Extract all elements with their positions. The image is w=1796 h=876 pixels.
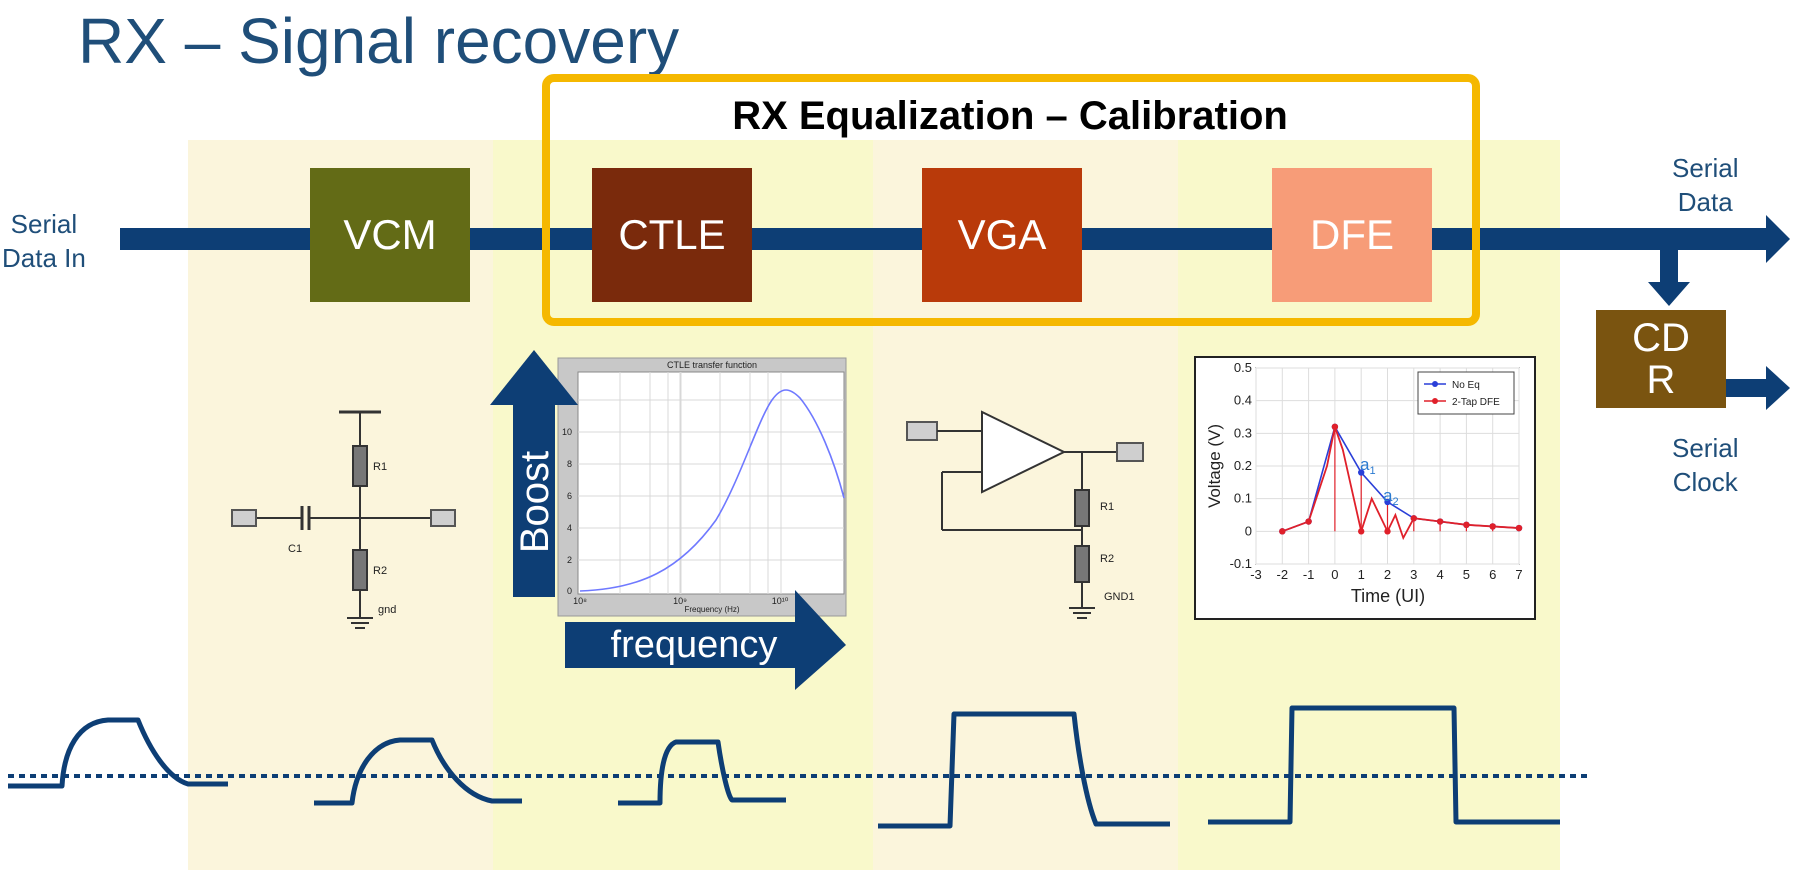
vga-gnd-label: GND1 bbox=[1104, 591, 1135, 603]
ctle-block: CTLE bbox=[592, 168, 752, 302]
frequency-arrow: frequency bbox=[565, 590, 846, 690]
dfe-x-tick: -1 bbox=[1303, 567, 1315, 582]
waveforms bbox=[8, 705, 1560, 829]
data-point-2-tap-dfe bbox=[1515, 524, 1523, 532]
vga-block: VGA bbox=[922, 168, 1082, 302]
data-point-2-tap-dfe bbox=[1410, 515, 1418, 522]
dfe-annotations: a1 a2 bbox=[1360, 455, 1399, 508]
waveform-after-dfe bbox=[1208, 705, 1560, 825]
dfe-x-tick: 5 bbox=[1463, 567, 1470, 582]
data-out-label-line2: Data bbox=[1677, 186, 1733, 217]
dfe-y-tick: 0.1 bbox=[1234, 491, 1252, 506]
dfe-x-tick: 3 bbox=[1410, 567, 1417, 582]
eq-box-outline bbox=[542, 74, 1480, 326]
data-point-2-tap-dfe bbox=[1331, 423, 1339, 430]
waveform-after-vga bbox=[878, 711, 1170, 829]
dfe-x-tick: 0 bbox=[1331, 567, 1338, 582]
legend-no-eq: No Eq bbox=[1452, 380, 1480, 391]
dfe-legend: No Eq 2-Tap DFE bbox=[1417, 371, 1515, 415]
clock-out-label: Serial Clock bbox=[1672, 432, 1738, 500]
cdr-label-line1: CD bbox=[1632, 316, 1690, 360]
waveform-input bbox=[8, 717, 228, 789]
vcm-r2-label: R2 bbox=[373, 565, 387, 577]
boost-label: Boost bbox=[513, 451, 557, 553]
input-label-line2: Data In bbox=[2, 242, 86, 273]
dfe-x-tick: 6 bbox=[1489, 567, 1496, 582]
dfe-chart-ylabel: Voltage (V) bbox=[1205, 424, 1224, 508]
ctle-x-tick: 10⁸ bbox=[573, 596, 587, 606]
vga-label: VGA bbox=[957, 210, 1047, 258]
page-title: RX – Signal recovery bbox=[78, 5, 680, 77]
ctle-plot-title: CTLE transfer function bbox=[667, 360, 757, 370]
input-label-line1: Serial bbox=[10, 209, 78, 239]
dfe-x-tick: 2 bbox=[1384, 567, 1391, 582]
data-point-2-tap-dfe bbox=[1384, 528, 1391, 535]
vcm-circuit-labels: R1 C1 R2 gnd bbox=[288, 461, 396, 616]
clock-out-label-line1: Serial bbox=[1672, 433, 1739, 463]
ctle-x-tick: 10¹⁰ bbox=[772, 596, 789, 606]
vcm-r1-label: R1 bbox=[373, 461, 387, 473]
input-label: Serial Data In bbox=[2, 208, 86, 276]
cdr-branch-arrow bbox=[1648, 250, 1690, 306]
frequency-label: frequency bbox=[611, 624, 778, 666]
ctle-transfer-curve bbox=[579, 389, 845, 592]
dfe-pulse-chart: -3 -2 -1 0 1 2 3 4 5 6 7 -0.1 0 0.1 0.2 0.3 0.4 0.5 Time … bbox=[1194, 356, 1536, 620]
data-point-2-tap-dfe bbox=[1489, 523, 1496, 530]
data-out-label: Serial Data bbox=[1672, 152, 1738, 220]
legend-2-tap-dfe: 2-Tap DFE bbox=[1452, 397, 1500, 408]
vga-r1-label: R1 bbox=[1100, 501, 1114, 513]
ctle-y-tick: 10 bbox=[562, 427, 572, 437]
ctle-label: CTLE bbox=[618, 210, 726, 258]
dfe-label: DFE bbox=[1310, 210, 1394, 258]
ctle-y-tick: 6 bbox=[567, 491, 572, 501]
annotation-a1: a1 bbox=[1360, 455, 1376, 477]
boost-arrow: Boost bbox=[490, 350, 578, 597]
ctle-y-tick: 8 bbox=[567, 459, 572, 469]
dfe-y-tick: 0.4 bbox=[1234, 393, 1252, 408]
clock-out-label-line2: Clock bbox=[1672, 466, 1738, 497]
dfe-x-tick: 1 bbox=[1358, 567, 1365, 582]
dfe-y-tick: 0.2 bbox=[1234, 458, 1252, 473]
dfe-block: DFE bbox=[1272, 168, 1432, 302]
vcm-circuit bbox=[231, 410, 456, 629]
ctle-plot bbox=[557, 357, 847, 617]
vcm-c1-label: C1 bbox=[288, 543, 302, 555]
ctle-y-tick: 0 bbox=[567, 586, 572, 596]
dfe-y-tick: 0.5 bbox=[1234, 360, 1252, 375]
clock-output-arrow bbox=[1725, 366, 1790, 410]
ctle-y-tick: 4 bbox=[567, 523, 572, 533]
waveform-after-vcm bbox=[314, 737, 522, 806]
vga-circuit-labels: R1 R2 GND1 bbox=[1100, 501, 1135, 603]
eq-box-title: RX Equalization – Calibration bbox=[732, 94, 1288, 138]
data-point-no-eq bbox=[1384, 498, 1391, 506]
dfe-y-tick: 0 bbox=[1245, 523, 1252, 538]
vga-circuit bbox=[906, 410, 1144, 619]
dfe-x-tick: -2 bbox=[1277, 567, 1289, 582]
ctle-x-tick: 10⁹ bbox=[673, 596, 687, 606]
annotation-a2: a2 bbox=[1383, 486, 1399, 508]
data-point-2-tap-dfe bbox=[1279, 528, 1286, 535]
ctle-y-tick: 2 bbox=[567, 555, 572, 565]
data-point-no-eq bbox=[1358, 469, 1365, 476]
dfe-x-tick: 4 bbox=[1436, 567, 1443, 582]
dfe-x-tick: -3 bbox=[1250, 567, 1262, 582]
dfe-y-tick: -0.1 bbox=[1230, 556, 1252, 571]
data-point-2-tap-dfe bbox=[1358, 528, 1365, 535]
data-point-2-tap-dfe bbox=[1305, 518, 1312, 525]
vcm-gnd-label: gnd bbox=[378, 604, 396, 616]
cdr-block: CD R bbox=[1596, 310, 1726, 408]
vga-r2-label: R2 bbox=[1100, 553, 1114, 565]
cdr-label-line2: R bbox=[1646, 358, 1676, 402]
data-point-2-tap-dfe bbox=[1463, 521, 1470, 528]
dfe-x-tick: 7 bbox=[1515, 567, 1522, 582]
data-point-2-tap-dfe bbox=[1436, 518, 1444, 525]
vcm-block: VCM bbox=[310, 168, 470, 302]
ctle-xlabel: Frequency (Hz) bbox=[684, 605, 739, 614]
dfe-y-tick: 0.3 bbox=[1234, 425, 1252, 440]
vcm-label: VCM bbox=[343, 210, 437, 258]
data-out-label-line1: Serial bbox=[1672, 153, 1739, 183]
dfe-chart-xlabel: Time (UI) bbox=[1351, 586, 1425, 606]
waveform-after-ctle bbox=[618, 739, 786, 806]
